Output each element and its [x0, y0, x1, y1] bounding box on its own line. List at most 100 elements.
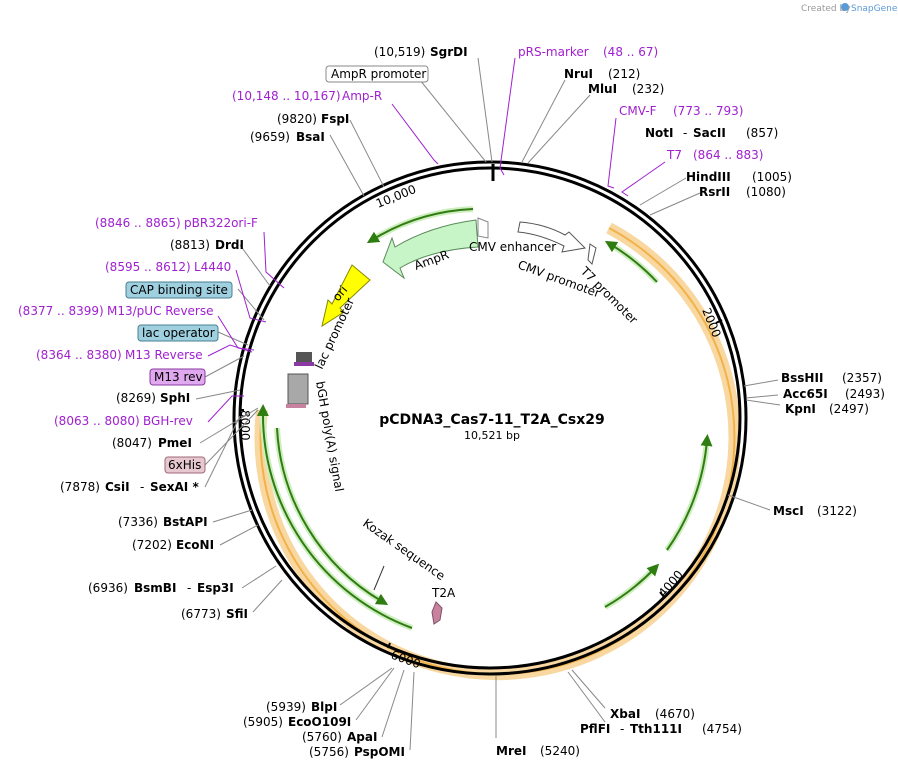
site-sfii-pos: (6773) — [181, 607, 221, 621]
cds-arrow-2 — [666, 434, 713, 551]
site-blpi-pos: (5939) — [266, 700, 306, 714]
site-bsai-pos: (9659) — [250, 130, 290, 144]
site-fspi-pos: (9820) — [277, 112, 317, 126]
site-bsmbi-pos: (6936) — [88, 581, 128, 595]
site-noti-sep: - — [683, 126, 687, 140]
site-hindiii-name: HindIII — [686, 170, 731, 184]
cap-binding-label: CAP binding site — [130, 283, 228, 297]
primer-m13-puc-name: M13/pUC Reverse — [107, 304, 214, 318]
primer-amp-r-name: Amp-R — [342, 89, 382, 103]
primer-cmv-f-name: CMV-F — [619, 104, 657, 118]
6xhis-marker — [286, 404, 306, 408]
snapgene-logo-icon — [841, 3, 849, 11]
kozak-label: Kozak sequence — [360, 516, 447, 583]
site-blpi-name: BlpI — [311, 700, 337, 714]
backbone-outer — [232, 160, 748, 676]
plasmid-name: pCDNA3_Cas7-11_T2A_Csx29 — [379, 412, 605, 428]
site-bsshii-pos: (2357) — [842, 371, 882, 385]
primer-l4440-name: L4440 — [194, 260, 231, 274]
6xhis-label: 6xHis — [168, 458, 201, 472]
site-msci-name: MscI — [773, 504, 804, 518]
site-sphi-pos: (8269) — [116, 391, 156, 405]
cds-arrow-3-bg — [603, 565, 658, 610]
site-esp3i-name: Esp3I — [197, 581, 234, 595]
site-bsshii-name: BssHII — [781, 371, 823, 385]
site-mrei-pos: (5240) — [540, 744, 580, 758]
site-mrei-name: MreI — [496, 744, 526, 758]
watermark-brand: SnapGene — [851, 4, 898, 14]
tick-8000: 8000 — [238, 410, 252, 441]
tick-6000: 6000 — [389, 648, 422, 672]
ori-feature — [321, 264, 371, 328]
primer-bgh-rev-name: BGH-rev — [143, 414, 193, 428]
m13-rev-label: M13 rev — [154, 370, 203, 384]
site-bsmbi-sep: - — [187, 581, 191, 595]
site-kpni-pos: (2497) — [829, 402, 869, 416]
site-kpni-name: KpnI — [785, 402, 816, 416]
primer-m13-reverse-name: M13 Reverse — [125, 348, 203, 362]
site-xbai-pos: (4670) — [655, 707, 695, 721]
cds-arrow-3 — [604, 563, 660, 608]
6xhis-box — [164, 456, 206, 474]
site-bstapi-pos: (7336) — [118, 515, 158, 529]
bgh-feature — [287, 373, 309, 405]
tick-6000-mark — [387, 642, 391, 649]
primer-pbr322ori-f-range: (8846 .. 8865) — [95, 216, 181, 230]
primer-cmv-f-range: (773 .. 793) — [673, 104, 743, 118]
site-hindiii-pos: (1005) — [752, 170, 792, 184]
cds-arrow-1 — [604, 240, 658, 283]
cds-arrow-2-bg — [664, 439, 710, 552]
site-sacii-name: SacII — [693, 126, 726, 140]
site-bsmbi-name: BsmBI — [134, 581, 176, 595]
site-bstapi-name: BstAPI — [163, 515, 208, 529]
primer-prs-marker-range: (48 .. 67) — [603, 45, 658, 59]
leader-lines — [195, 57, 781, 751]
site-rsrii-name: RsrII — [699, 185, 730, 199]
site-econi-pos: (7202) — [132, 538, 172, 552]
lac-operator-box — [137, 324, 219, 342]
ampr-promoter-feature — [477, 217, 489, 239]
t2a-feature — [431, 601, 443, 625]
site-pmei-pos: (8047) — [112, 436, 152, 450]
ampr-thin-arrow — [366, 208, 474, 244]
site-econi-name: EcoNI — [176, 538, 214, 552]
cmv-enhancer-feature — [517, 221, 587, 253]
primer-leader-lines — [207, 57, 666, 423]
site-acc65i-pos: (2493) — [845, 387, 885, 401]
primer-t7-range: (864 .. 883) — [693, 148, 763, 162]
cds-arrow-5 — [276, 427, 389, 606]
m13-rev-box — [149, 368, 206, 386]
primer-amp-r-range: (10,148 .. 10,167) — [232, 89, 341, 103]
site-csii-sep: - — [140, 480, 144, 494]
site-pflfi-name: PflFI — [580, 722, 610, 736]
site-bsai-name: BsaI — [296, 130, 325, 144]
t2a-label: T2A — [431, 586, 456, 600]
ampr-promoter-box — [325, 65, 429, 83]
site-msci-pos: (3122) — [817, 504, 857, 518]
primer-prs-marker-name: pRS-marker — [518, 45, 589, 59]
site-mlui-pos: (232) — [632, 82, 664, 96]
tick-2000-mark — [715, 319, 723, 324]
site-acc65i-name: Acc65I — [783, 387, 828, 401]
site-csii-name: CsiI — [105, 480, 130, 494]
site-sphi-name: SphI — [160, 391, 190, 405]
site-noti-name: NotI — [645, 126, 674, 140]
ampr-feature — [382, 219, 479, 280]
site-pmei-name: PmeI — [158, 436, 192, 450]
kozak-marker — [373, 565, 385, 591]
primer-m13-reverse-range: (8364 .. 8380) — [36, 348, 122, 362]
bgh-label: bGH poly(A) signal — [313, 380, 346, 493]
site-sexai-name: SexAI * — [150, 480, 199, 494]
cds-arrow-4 — [256, 404, 413, 629]
site-pflfi-pos: (4754) — [702, 722, 742, 736]
cap-binding-box — [125, 281, 233, 299]
site-sfii-name: SfiI — [226, 607, 248, 621]
site-xbai-name: XbaI — [610, 707, 640, 721]
site-mlui-name: MluI — [588, 82, 617, 96]
site-drdi-pos: (8813) — [170, 238, 210, 252]
primer-t7-name: T7 — [666, 148, 682, 162]
backbone-inner — [238, 166, 742, 670]
primer-l4440-range: (8595 .. 8612) — [105, 260, 191, 274]
site-apai-name: ApaI — [347, 730, 377, 744]
